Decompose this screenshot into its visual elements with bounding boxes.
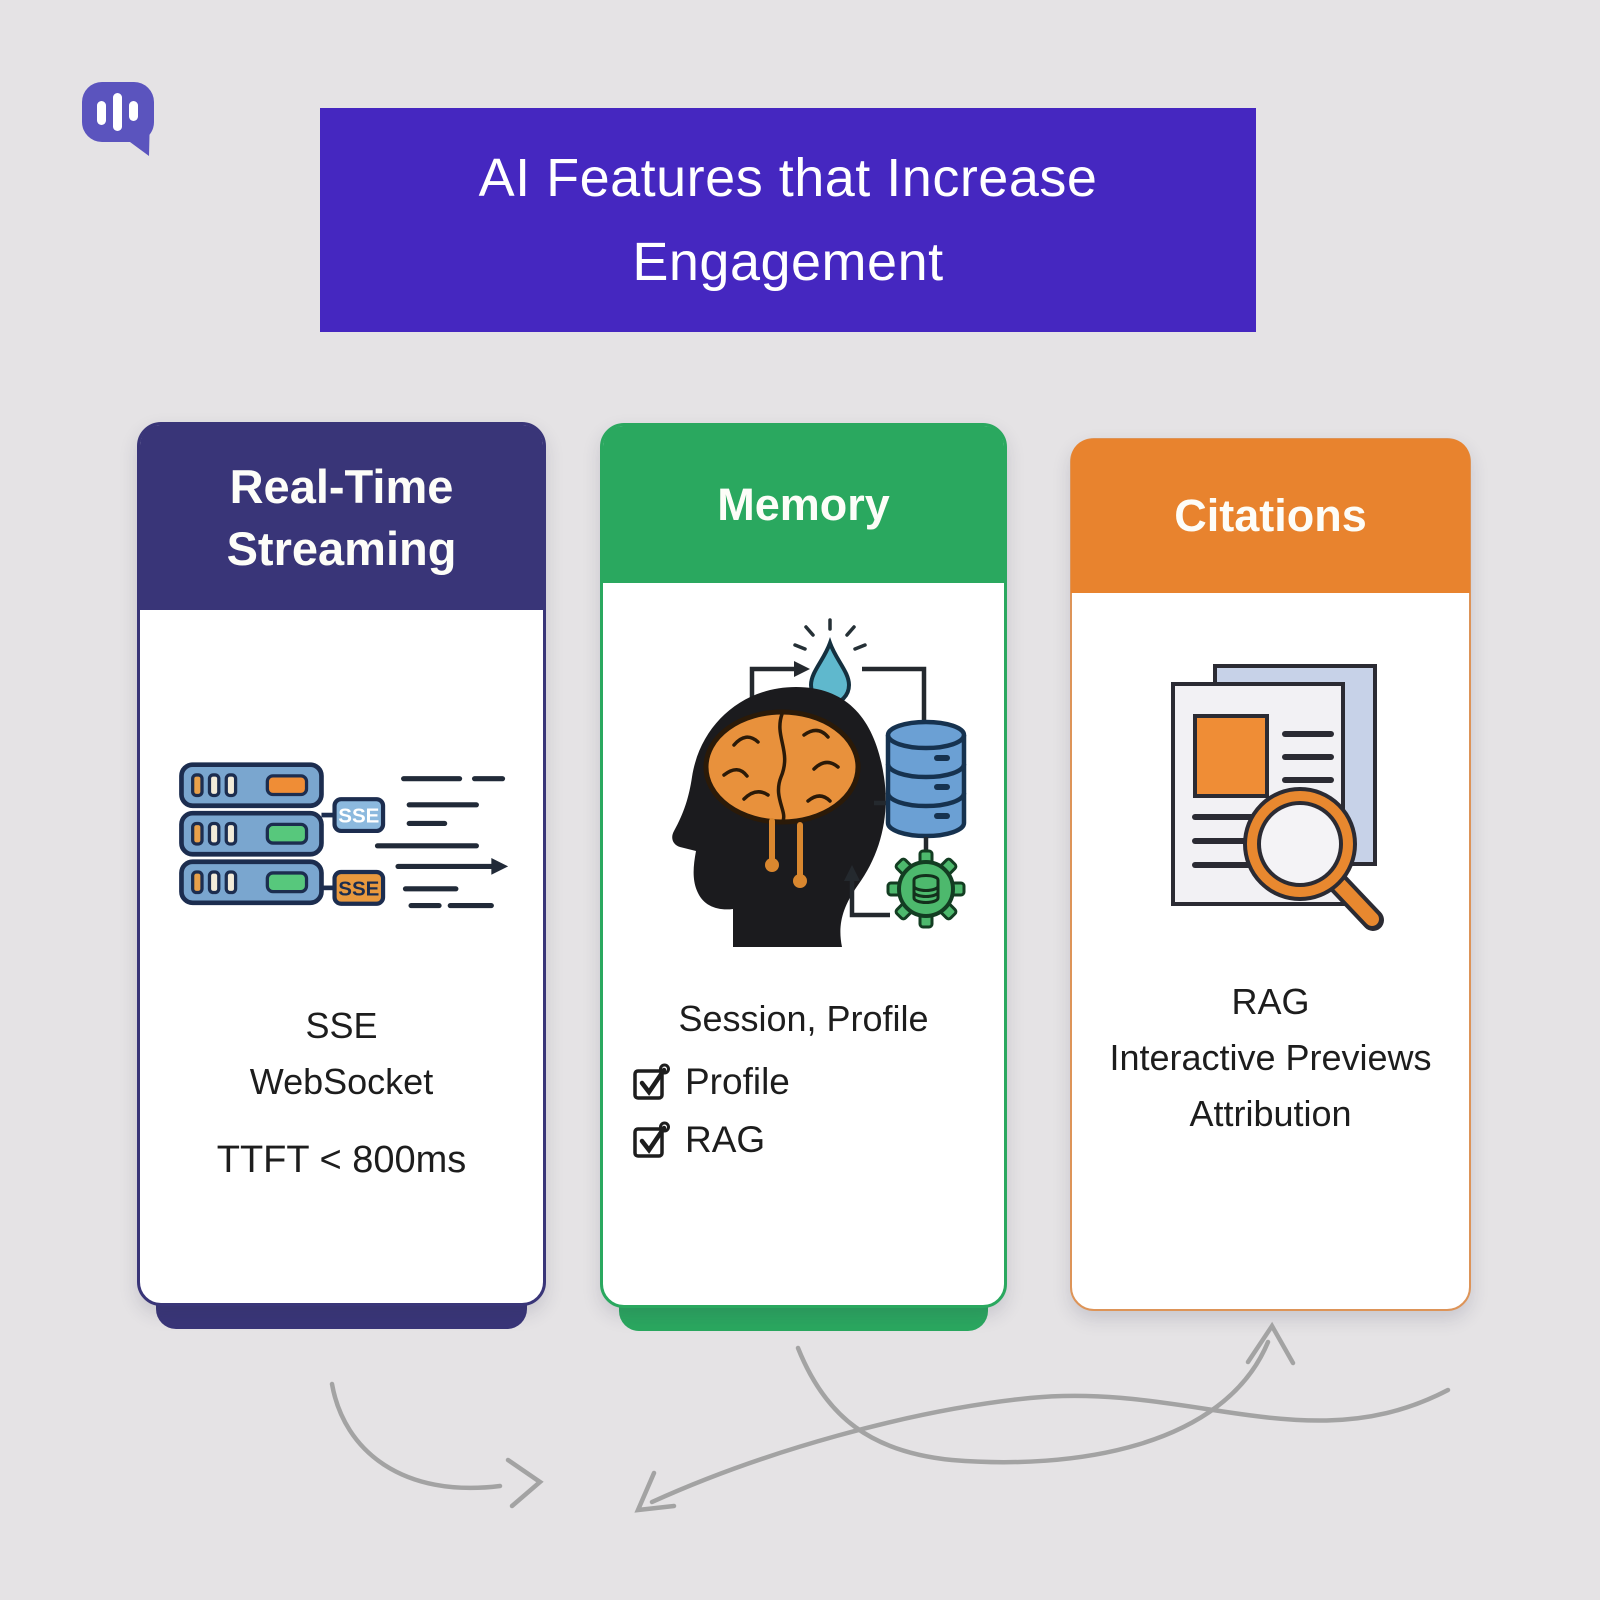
page-title: AI Features that Increase Engagement <box>478 148 1098 292</box>
citation-feature-line: RAG <box>1231 981 1310 1022</box>
card-header-memory: Memory <box>603 426 1004 583</box>
server-stack-streaming-icon: SSE SSE <box>174 750 510 938</box>
checklist-item-rag: RAG <box>631 1119 790 1161</box>
citation-feature-line: Interactive Previews <box>1109 1037 1432 1078</box>
flow-arrow-memory-to-citations <box>795 1339 1271 1465</box>
card-title: Citations <box>1174 490 1367 541</box>
head-brain-database-gear-icon <box>634 617 974 947</box>
sse-chip-label: SSE <box>338 877 379 900</box>
card-memory: Memory <box>600 423 1007 1331</box>
card-bottom-strip <box>619 1283 988 1331</box>
checklist-label: RAG <box>685 1119 766 1160</box>
card-header-citations: Citations <box>1071 439 1470 593</box>
card-citations: Citations <box>1070 438 1471 1311</box>
checkbox-checked-icon <box>633 1063 670 1100</box>
protocol-line: SSE <box>305 1005 378 1046</box>
card-realtime-streaming: Real-Time Streaming <box>137 422 546 1329</box>
card-title: Real-Time Streaming <box>226 459 457 575</box>
card-title: Memory <box>717 478 890 530</box>
document-magnifier-icon <box>1145 654 1397 936</box>
chat-bubble-waveform-icon <box>78 80 160 160</box>
checklist-label: Profile <box>685 1061 790 1102</box>
card-bottom-strip <box>156 1281 527 1329</box>
sse-chip-label: SSE <box>338 805 379 828</box>
title-banner: AI Features that Increase Engagement <box>320 108 1256 332</box>
checkbox-checked-icon <box>633 1121 670 1158</box>
flow-arrow-streaming <box>329 1381 503 1491</box>
flow-arrow-return <box>649 1387 1451 1505</box>
citation-feature-line: Attribution <box>1189 1093 1352 1134</box>
protocol-line: WebSocket <box>249 1061 434 1102</box>
latency-metric: TTFT < 800ms <box>216 1139 467 1181</box>
card-header-streaming: Real-Time Streaming <box>140 425 543 610</box>
checklist-item-profile: Profile <box>631 1061 790 1103</box>
memory-types-line: Session, Profile <box>678 998 929 1039</box>
